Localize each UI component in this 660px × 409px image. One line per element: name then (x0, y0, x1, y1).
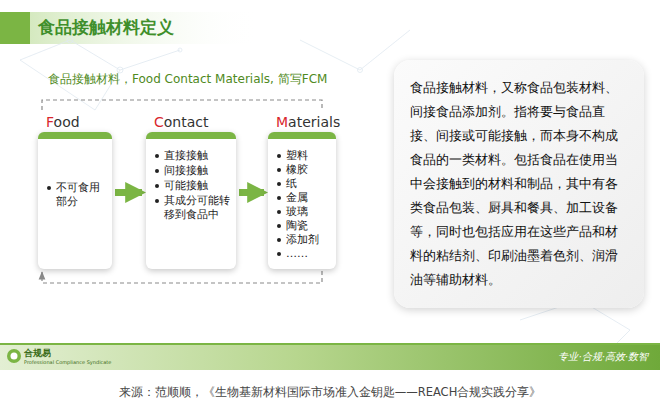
bullet-item: 陶瓷 (276, 219, 330, 233)
bullet-item: …… (276, 247, 330, 261)
bullet-item: 塑料 (276, 149, 330, 163)
bullet-item: 橡胶 (276, 163, 330, 177)
logo-mark (7, 349, 21, 363)
title-band (0, 12, 260, 44)
loop-connector (42, 271, 322, 283)
subtitle: 食品接触材料，Food Contact Materials, 简写FCM (48, 71, 327, 88)
footer-slogan: 专业·合规·高效·数智 (558, 350, 648, 364)
source-caption: 来源：范顺顺，《生物基新材料国际市场准入金钥匙——REACH合规实践分享》 (0, 385, 660, 400)
card-body: 不可食用部分 (38, 132, 112, 269)
item-list: 不可食用部分 (46, 149, 106, 209)
item-list: 直接接触间接接触可能接触其成分可能转移到食品中 (154, 149, 230, 222)
slide-title: 食品接触材料定义 (38, 16, 174, 39)
title-accent (0, 12, 30, 44)
card-body: 直接接触间接接触可能接触其成分可能转移到食品中 (146, 132, 236, 269)
footer-band (0, 343, 660, 370)
bullet-item: 间接接触 (154, 164, 230, 178)
definition-text: 食品接触材料，又称食品包装材料、间接食品添加剂。指将要与食品直接、间接或可能接触… (410, 76, 628, 292)
bullet-item: 添加剂 (276, 233, 330, 247)
flow-arrow (115, 189, 142, 196)
item-list: 塑料橡胶纸金属玻璃陶瓷添加剂…… (276, 149, 330, 261)
concept-card: Contact 直接接触间接接触可能接触其成分可能转移到食品中 (146, 112, 236, 269)
logo-text: 合规易 (24, 347, 51, 360)
concept-card: Materials 塑料橡胶纸金属玻璃陶瓷添加剂…… (268, 112, 336, 269)
loop-connector (42, 100, 322, 110)
definition-panel: 食品接触材料，又称食品包装材料、间接食品添加剂。指将要与食品直接、间接或可能接触… (394, 60, 644, 308)
concept-card: Food 不可食用部分 (38, 112, 112, 269)
flow-arrow (239, 189, 264, 196)
bullet-item: 纸 (276, 177, 330, 191)
card-heading: Materials (268, 112, 336, 132)
bullet-item: 金属 (276, 191, 330, 205)
card-body: 塑料橡胶纸金属玻璃陶瓷添加剂…… (268, 132, 336, 269)
bullet-item: 玻璃 (276, 205, 330, 219)
definition-box: 食品接触材料，又称食品包装材料、间接食品添加剂。指将要与食品直接、间接或可能接触… (394, 60, 644, 308)
footer-rule (0, 343, 660, 345)
slide-ground (0, 0, 660, 370)
bullet-item: 直接接触 (154, 149, 230, 163)
bullet-item: 不可食用部分 (46, 181, 106, 209)
card-heading: Contact (146, 112, 236, 132)
bullet-item: 其成分可能转移到食品中 (154, 194, 230, 222)
logo-subtext: Professional Compliance Syndicate (24, 359, 111, 365)
bullet-item: 可能接触 (154, 179, 230, 193)
card-heading: Food (38, 112, 112, 132)
